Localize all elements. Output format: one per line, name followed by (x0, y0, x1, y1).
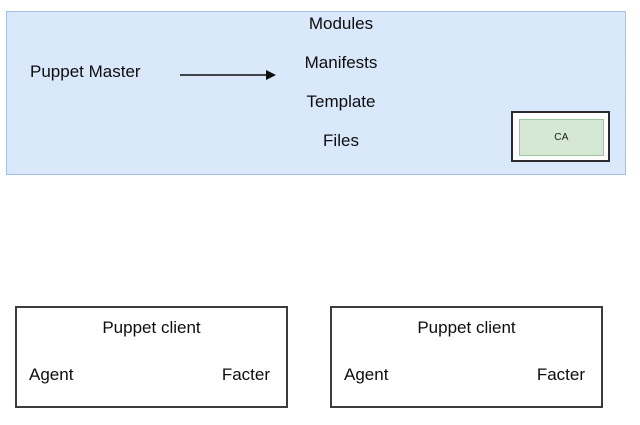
ca-inner-box: CA (519, 119, 604, 156)
puppet-client-box-2: Puppet client Agent Facter (330, 306, 603, 408)
puppet-client-title-1: Puppet client (102, 318, 201, 337)
puppet-client-box-1: Puppet client Agent Facter (15, 306, 288, 408)
resource-item-manifests: Manifests (304, 53, 378, 72)
puppet-client-components-2: Agent Facter (344, 365, 585, 385)
flow-arrow-icon (180, 70, 276, 80)
master-resource-list: Modules Manifests Template Files (255, 14, 427, 150)
puppet-client-title-2: Puppet client (417, 318, 516, 337)
ca-label: CA (554, 132, 569, 143)
puppet-master-label: Puppet Master (30, 62, 141, 81)
ca-outer-box: CA (511, 111, 610, 162)
client-facter-label-2: Facter (536, 365, 585, 384)
client-agent-label-1: Agent (29, 365, 74, 384)
resource-item-modules: Modules (308, 14, 374, 33)
resource-item-files: Files (323, 131, 359, 150)
puppet-master-panel (6, 11, 626, 175)
client-agent-label-2: Agent (344, 365, 389, 384)
puppet-client-components-1: Agent Facter (29, 365, 270, 385)
client-facter-label-1: Facter (221, 365, 270, 384)
resource-item-template: Template (306, 92, 376, 111)
